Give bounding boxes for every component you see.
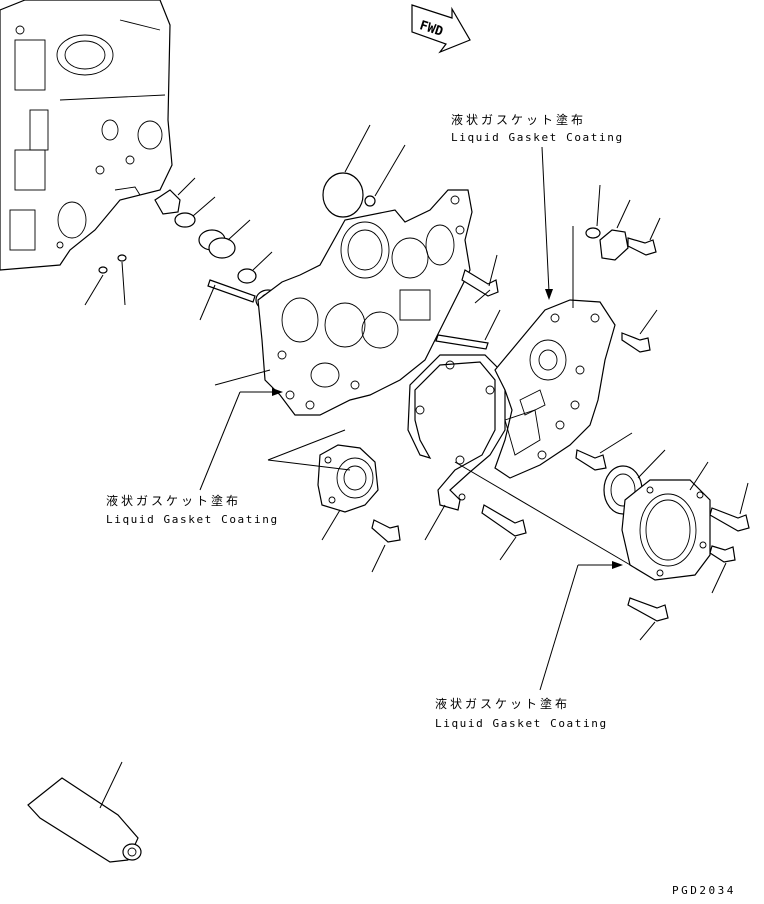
- drawing-code: PGD2034: [672, 884, 736, 897]
- bolts-right: [481, 217, 750, 641]
- cover-plate: [585, 184, 631, 261]
- stud-bolt-left: [199, 279, 256, 321]
- callout-left-jp: 液状ガスケット塗布: [106, 493, 241, 508]
- callout-leaders: [199, 146, 633, 691]
- fwd-arrow-badge: FWD: [411, 4, 471, 54]
- oil-pump: [317, 444, 379, 541]
- seal-housing: [621, 461, 711, 581]
- fwd-label: FWD: [418, 18, 445, 40]
- callout-bottom: 液状ガスケット塗布 Liquid Gasket Coating: [435, 696, 608, 730]
- engine-block: [0, 0, 173, 271]
- gear-case: [214, 189, 473, 416]
- callout-top: 液状ガスケット塗布 Liquid Gasket Coating: [451, 112, 624, 144]
- filler-cap-set: [154, 177, 273, 284]
- gear-case-bolt: [435, 254, 501, 350]
- callout-top-en: Liquid Gasket Coating: [451, 131, 624, 144]
- pump-bolt: [371, 519, 401, 573]
- front-cover: [494, 299, 616, 479]
- o-rings-top: [322, 124, 406, 218]
- callout-left: 液状ガスケット塗布 Liquid Gasket Coating: [106, 493, 279, 526]
- callout-top-jp: 液状ガスケット塗布: [451, 112, 586, 127]
- dowel-pins: [84, 254, 127, 306]
- callout-left-en: Liquid Gasket Coating: [106, 513, 279, 526]
- callout-bottom-jp: 液状ガスケット塗布: [435, 696, 570, 711]
- sealant-tube: [27, 761, 142, 863]
- callout-bottom-en: Liquid Gasket Coating: [435, 717, 608, 730]
